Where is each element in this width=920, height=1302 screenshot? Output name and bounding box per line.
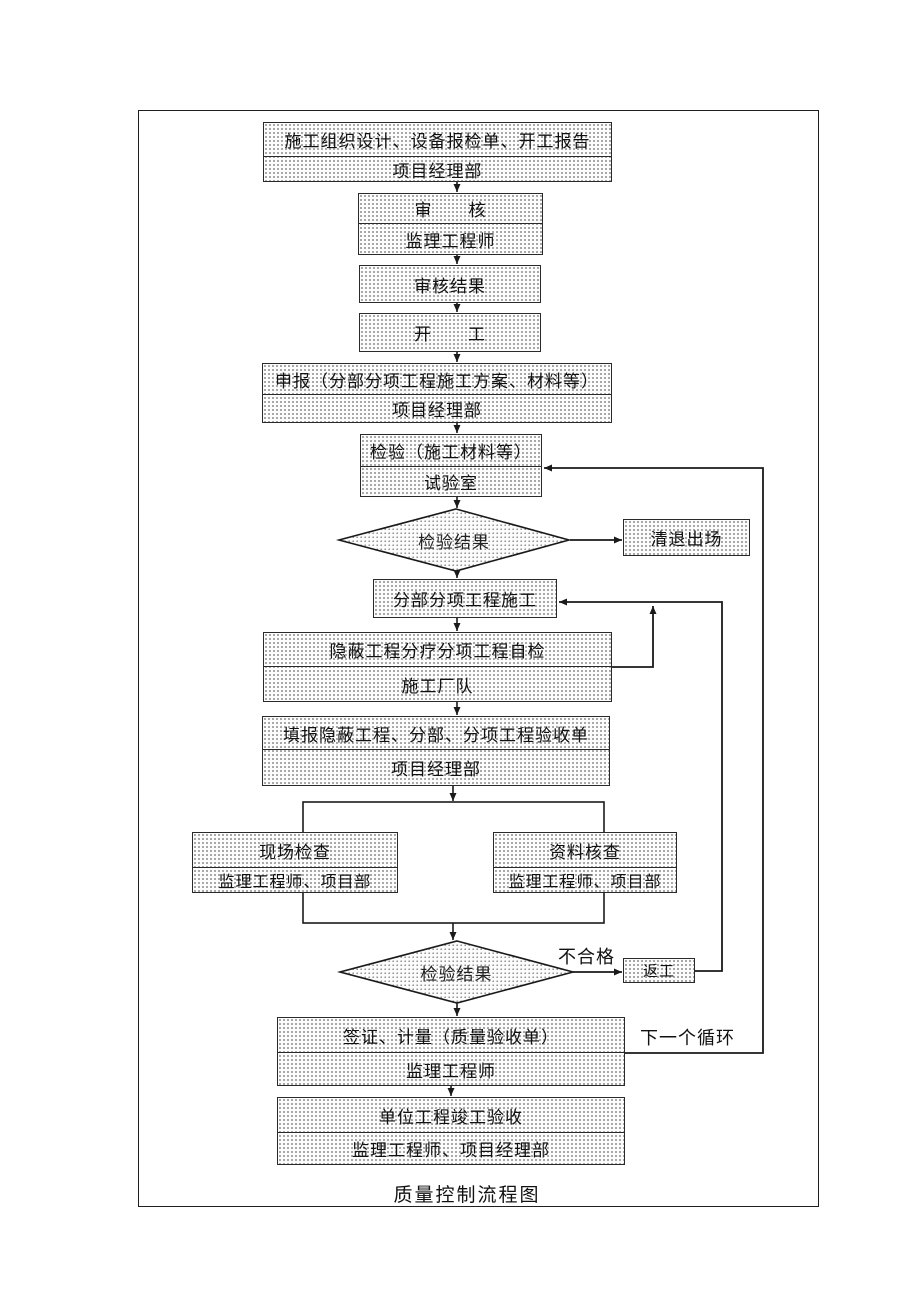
flow-node-rework-label: 返工 bbox=[642, 964, 675, 980]
flow-node-doc-check-owner: 监理工程师、项目部 bbox=[494, 867, 676, 892]
flow-node-site-check-owner: 监理工程师、项目部 bbox=[193, 867, 397, 892]
feedback-loops bbox=[544, 464, 764, 1054]
flow-node-review-result: 审核结果 bbox=[359, 265, 541, 303]
flow-node-final-acceptance-owner: 监理工程师、项目经理部 bbox=[278, 1132, 624, 1164]
flow-node-site-check: 现场检查 监理工程师、项目部 bbox=[192, 832, 398, 893]
flowchart-caption: 质量控制流程图 bbox=[393, 1185, 541, 1206]
flow-node-inspect-label: 检验（施工材料等） bbox=[370, 443, 532, 462]
flow-node-declare-label: 申报（分部分项工程施工方案、材料等） bbox=[275, 371, 599, 391]
decision1-label: 检验结果 bbox=[418, 533, 490, 552]
fail-branch-label: 不合格 bbox=[558, 947, 615, 967]
flow-node-sub-construction: 分部分项工程施工 bbox=[373, 579, 557, 618]
flow-node-review-label: 审 核 bbox=[414, 201, 487, 220]
flow-node-declare-owner: 项目经理部 bbox=[263, 394, 611, 422]
flow-node-site-check-label: 现场检查 bbox=[259, 842, 331, 862]
flow-node-start-label: 施工组织设计、设备报检单、开工报告 bbox=[284, 132, 591, 151]
flow-node-fill-forms-owner: 项目经理部 bbox=[263, 749, 609, 785]
flow-node-start: 施工组织设计、设备报检单、开工报告 项目经理部 bbox=[263, 122, 612, 182]
decision2-label: 检验结果 bbox=[420, 964, 493, 984]
flow-node-self-check-label: 隐蔽工程分疗分项工程自检 bbox=[329, 642, 546, 661]
flow-node-inspect: 检验（施工材料等） 试验室 bbox=[360, 434, 542, 497]
flow-node-start-owner: 项目经理部 bbox=[264, 156, 611, 181]
flow-node-self-check: 隐蔽工程分疗分项工程自检 施工厂队 bbox=[263, 632, 612, 702]
flow-node-clear-out-label: 清退出场 bbox=[650, 530, 723, 549]
flow-node-review: 审 核 监理工程师 bbox=[358, 193, 543, 255]
flow-node-sign-measure: 签证、计量（质量验收单） 监理工程师 bbox=[277, 1017, 625, 1086]
flow-node-doc-check-label: 资料核查 bbox=[549, 842, 621, 862]
flowchart-border bbox=[138, 110, 819, 1207]
flow-node-fill-forms-label: 填报隐蔽工程、分部、分项工程验收单 bbox=[283, 725, 589, 745]
flow-node-inspect-owner: 试验室 bbox=[361, 466, 541, 496]
flow-node-review-result-label: 审核结果 bbox=[414, 276, 486, 296]
flow-node-sign-measure-owner: 监理工程师 bbox=[278, 1052, 624, 1085]
flow-node-fill-forms: 填报隐蔽工程、分部、分项工程验收单 项目经理部 bbox=[262, 716, 610, 786]
vertical-flow-arrows bbox=[447, 182, 461, 1096]
decision1-diamond bbox=[335, 508, 573, 572]
flow-node-final-acceptance-label: 单位工程竣工验收 bbox=[379, 1107, 523, 1127]
flow-node-clear-out: 清退出场 bbox=[623, 519, 750, 556]
flow-node-sub-construction-label: 分部分项工程施工 bbox=[393, 591, 537, 610]
flow-node-commence: 开 工 bbox=[359, 313, 541, 352]
decision2-diamond bbox=[336, 940, 577, 1004]
flow-node-review-owner: 监理工程师 bbox=[359, 223, 542, 254]
flow-node-declare: 申报（分部分项工程施工方案、材料等） 项目经理部 bbox=[262, 363, 612, 423]
flow-node-rework: 返工 bbox=[623, 958, 695, 983]
next-cycle-label: 下一个循环 bbox=[640, 1028, 735, 1048]
decision-branch-arrows bbox=[570, 536, 622, 976]
self-check-loop-line bbox=[612, 606, 657, 668]
rework-loop-line bbox=[559, 598, 723, 972]
flow-node-sign-measure-label: 签证、计量（质量验收单） bbox=[343, 1027, 559, 1047]
next-cycle-loop-line bbox=[544, 464, 764, 1054]
flow-node-self-check-owner: 施工厂队 bbox=[264, 666, 611, 701]
flow-node-doc-check: 资料核查 监理工程师、项目部 bbox=[493, 832, 677, 893]
flow-node-final-acceptance: 单位工程竣工验收 监理工程师、项目经理部 bbox=[277, 1097, 625, 1165]
flow-node-commence-label: 开 工 bbox=[414, 325, 486, 344]
